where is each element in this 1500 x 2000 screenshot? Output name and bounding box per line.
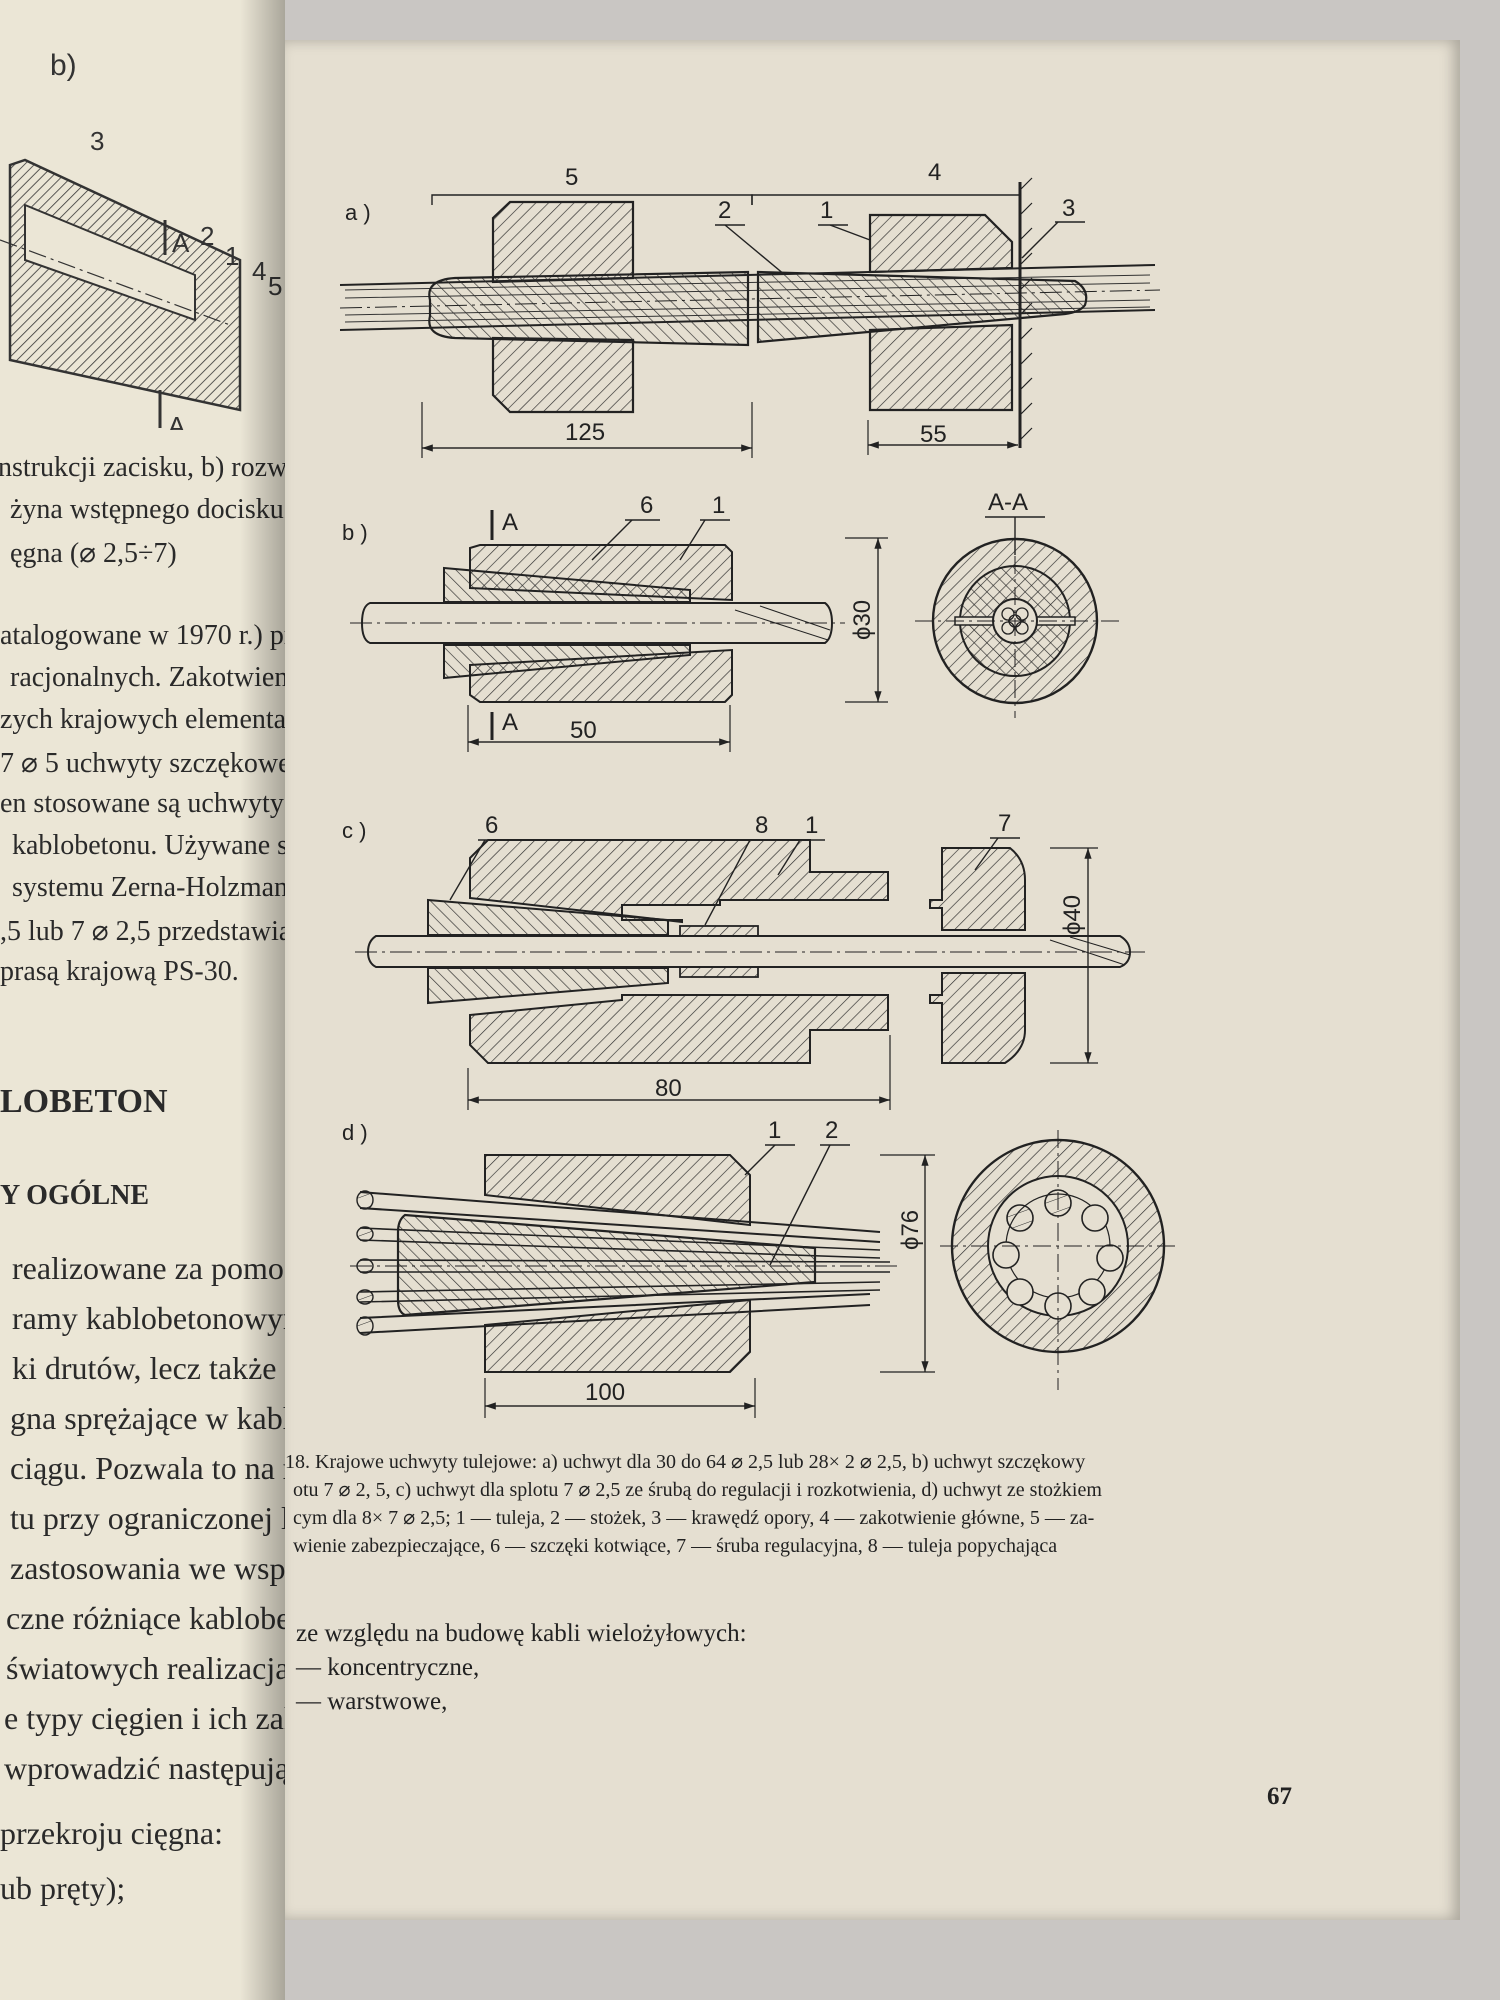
left-text-line: gna sprężające w kablob xyxy=(10,1400,285,1436)
left-heading-ogolne: Y OGÓLNE xyxy=(0,1180,150,1211)
fig-b-num-a-top: A xyxy=(502,509,518,536)
left-page: b) 3 A 2 1 4 5 A nstrukcji zacisku, b) r… xyxy=(0,0,285,2000)
caption-line: 18. Krajowe uchwyty tulejowe: a) uchwyt … xyxy=(285,1451,1086,1473)
figure-b: b ) A A 6 1 50 ϕ30 A-A xyxy=(342,489,1120,752)
figure-d: d ) 1 2 100 ϕ76 xyxy=(342,1117,1175,1418)
body-line: — koncentryczne, xyxy=(296,1654,480,1681)
fig-c-num-1: 1 xyxy=(805,812,818,839)
fig-a-num-4: 4 xyxy=(928,159,941,186)
left-text-line: realizowane za pomocą xyxy=(12,1250,285,1286)
left-text-line: ciągu. Pozwala to na ro xyxy=(10,1450,285,1486)
left-fig-num-a-top: A xyxy=(172,228,190,258)
fig-c-num-6: 6 xyxy=(485,812,498,839)
left-text-line: atalogowane w 1970 r.) przyję xyxy=(0,620,285,651)
fig-d-dim-phi76: ϕ76 xyxy=(897,1210,924,1250)
page-number: 67 xyxy=(1267,1783,1292,1810)
left-text-line: przekroju cięgna: xyxy=(0,1815,223,1851)
fig-c-dim-80: 80 xyxy=(655,1075,682,1102)
left-heading-kablobeton: LOBETON xyxy=(0,1083,168,1120)
fig-b-num-1: 1 xyxy=(712,492,725,519)
anchor-figure: a ) 5 4 2 1 3 xyxy=(339,159,1175,1418)
left-text-line: światowych realizacjach xyxy=(6,1650,285,1686)
figure-b-label: b ) xyxy=(342,520,368,545)
left-text-line: żyna wstępnego docisku szczę xyxy=(10,494,285,525)
left-fig-num-1: 1 xyxy=(225,241,239,271)
left-fig-num-5: 5 xyxy=(268,271,282,301)
left-fig-num-a-bottom: A xyxy=(168,411,186,430)
fig-c-dim-phi40: ϕ40 xyxy=(1059,895,1086,935)
caption-line: cym dla 8× 7 ⌀ 2,5; 1 — tuleja, 2 — stoż… xyxy=(293,1507,1095,1529)
fig-d-num-1: 1 xyxy=(768,1117,781,1144)
left-text-line: czne różniące kablobeton xyxy=(6,1600,285,1636)
fig-b-num-6: 6 xyxy=(640,492,653,519)
figure-a-label: a ) xyxy=(345,200,371,225)
left-text-line: e typy cięgien i ich zakotw xyxy=(4,1700,285,1736)
fig-c-num-8: 8 xyxy=(755,812,768,839)
fig-a-dim-55: 55 xyxy=(920,421,947,448)
caption-line: wienie zabezpieczające, 6 — szczęki kotw… xyxy=(293,1535,1058,1557)
left-text-line: tu przy ograniczonej licz xyxy=(10,1500,285,1536)
left-figure-bore xyxy=(24,203,196,322)
left-text-line: systemu Zerna-Holzmana (pat xyxy=(12,872,285,903)
left-text-line: nstrukcji zacisku, b) rozwiązani xyxy=(0,452,285,483)
left-text-line: ub pręty); xyxy=(0,1870,126,1906)
left-text-line: wprowadzić następując xyxy=(4,1750,285,1786)
figure-a: a ) 5 4 2 1 3 xyxy=(339,159,1161,458)
left-fig-num-2: 2 xyxy=(200,221,214,251)
left-figure-label: b) xyxy=(50,49,77,82)
body-line: — warstwowe, xyxy=(296,1688,448,1715)
figure-c-label: c ) xyxy=(342,818,366,843)
fig-b-dim-phi30: ϕ30 xyxy=(849,600,876,640)
fig-b-num-a-bottom: A xyxy=(502,709,518,736)
fig-b-section-label: A-A xyxy=(988,489,1028,516)
fig-a-num-5: 5 xyxy=(565,164,578,191)
left-figure: b) 3 A 2 1 4 5 A xyxy=(0,49,282,430)
fig-a-num-3: 3 xyxy=(1062,195,1075,222)
body-text: ze względu na budowę kabli wielożyłowych… xyxy=(296,1617,747,1719)
left-text-line: racjonalnych. Zakotwienia tuleje xyxy=(10,662,285,693)
left-text-line: ,5 lub 7 ⌀ 2,5 przedstawia rys xyxy=(0,916,285,947)
left-fig-num-4: 4 xyxy=(252,256,266,286)
left-text-line: ramy kablobetonowymi, ch xyxy=(12,1300,285,1336)
fig-c-num-7: 7 xyxy=(998,810,1011,837)
left-text-line: prasą krajową PS-30. xyxy=(0,956,239,987)
fig-d-num-2: 2 xyxy=(825,1117,838,1144)
left-text-line: ęgna (⌀ 2,5÷7) xyxy=(10,538,177,569)
left-text-line: 7 ⌀ 5 uchwyty szczękowe, a xyxy=(0,748,285,779)
figure-d-label: d ) xyxy=(342,1120,368,1145)
caption-line: otu 7 ⌀ 2, 5, c) uchwyt dla splotu 7 ⌀ 2… xyxy=(293,1479,1102,1501)
left-text-line: en stosowane są uchwyty płask xyxy=(0,788,285,819)
figure-c: c ) 6 8 1 7 80 xyxy=(342,810,1145,1110)
fig-a-num-1: 1 xyxy=(820,197,833,224)
left-fig-num-3: 3 xyxy=(90,126,104,156)
fig-d-dim-100: 100 xyxy=(585,1379,625,1406)
left-text-line: kablobetonu. Używane są z xyxy=(12,830,285,861)
body-line: ze względu na budowę kabli wielożyłowych… xyxy=(296,1620,747,1647)
left-text-line: ki drutów, lecz także sploty xyxy=(12,1350,285,1386)
left-text-line: zastosowania we współcz xyxy=(10,1550,285,1586)
fig-a-num-2: 2 xyxy=(718,197,731,224)
left-text-line: zych krajowych elementach m xyxy=(0,704,285,735)
fig-b-dim-50: 50 xyxy=(570,717,597,744)
fig-a-dim-125: 125 xyxy=(565,419,605,446)
figure-caption: 18. Krajowe uchwyty tulejowe: a) uchwyt … xyxy=(285,1448,1305,1560)
